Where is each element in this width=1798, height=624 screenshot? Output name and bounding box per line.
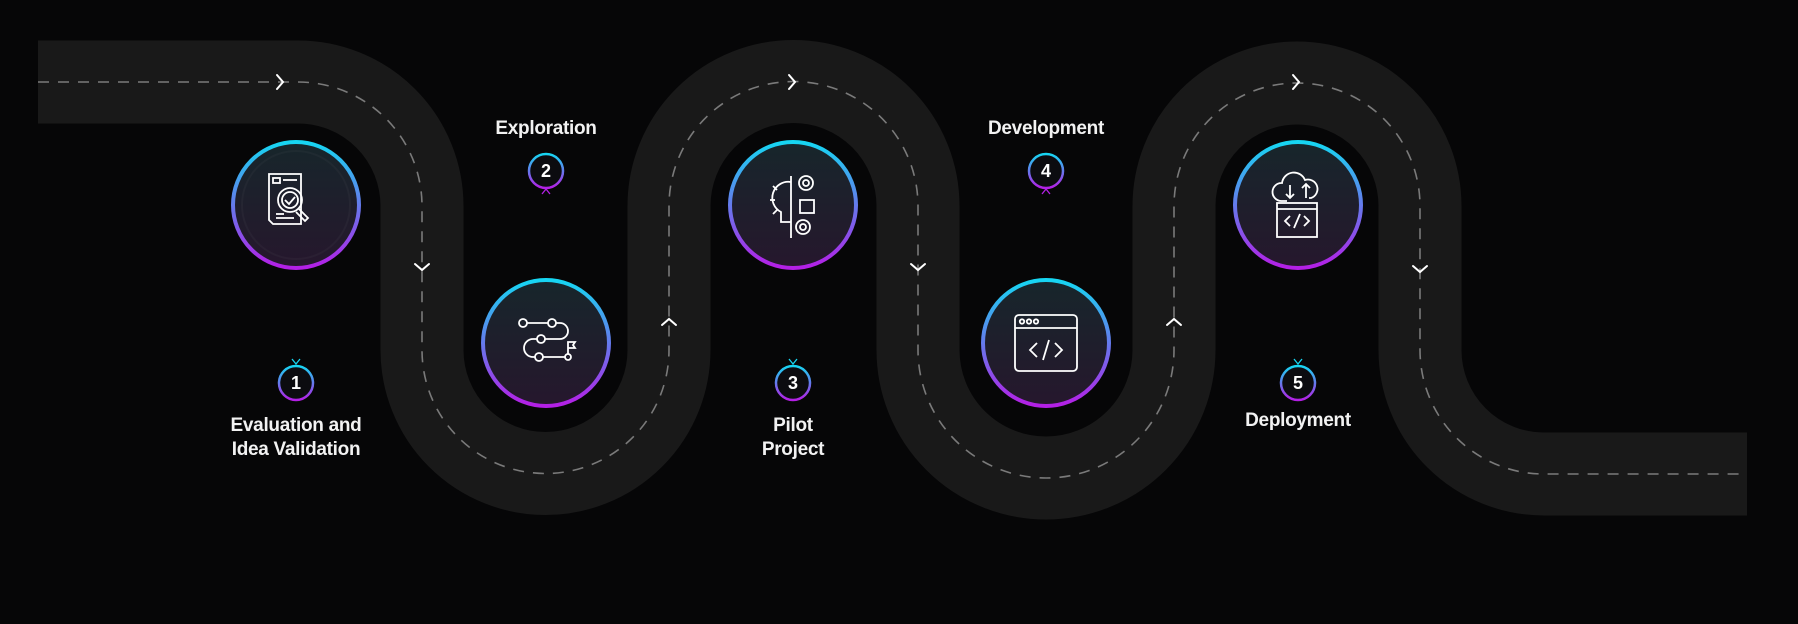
step-1-circle [231, 140, 361, 270]
chevron-down-icon [910, 263, 926, 272]
step-5-label: Deployment [1245, 410, 1351, 431]
step-4-number-badge [1027, 152, 1065, 190]
step-1-label-line2: Idea Validation [231, 439, 361, 460]
step-5-circle [1233, 140, 1363, 270]
step-3-number-badge [774, 364, 812, 402]
route-flag-icon [518, 318, 577, 362]
step-4-circle [981, 278, 1111, 408]
step-4-label: Development [987, 118, 1104, 139]
step-3-circle [728, 140, 858, 270]
chevron-right-icon [788, 74, 797, 90]
browser-code-icon [1014, 314, 1078, 372]
cloud-upload-code-icon [1271, 171, 1319, 238]
step-2-label: Exploration [495, 118, 597, 139]
step-2-circle [481, 278, 611, 408]
step-1-label: Evaluation and Idea Validation [176, 414, 416, 462]
document-search-check-icon [268, 173, 310, 225]
step-3-number: 3 [787, 373, 798, 393]
step-3-label-line1: Pilot [773, 415, 813, 436]
chevron-down-icon [1412, 265, 1428, 274]
chevron-right-icon [1292, 74, 1301, 90]
chevron-up-icon [661, 317, 677, 326]
step-5-number-badge [1279, 364, 1317, 402]
chevron-down-icon [414, 263, 430, 272]
chevron-up-icon [1166, 317, 1182, 326]
chevron-right-icon [276, 74, 285, 90]
step-5-number: 5 [1292, 373, 1303, 393]
step-1-number-badge [277, 364, 315, 402]
lightbulb-gears-icon [770, 175, 815, 238]
step-3-label: Pilot Project [673, 414, 913, 462]
step-1-number: 1 [290, 373, 301, 393]
step-2-number: 2 [540, 161, 551, 181]
step-3-label-line2: Project [761, 439, 825, 460]
step-2-number-badge [527, 152, 565, 190]
step-1-label-line1: Evaluation and [230, 415, 362, 436]
step-4-number: 4 [1040, 161, 1051, 181]
road-center-dashes [38, 80, 1747, 479]
